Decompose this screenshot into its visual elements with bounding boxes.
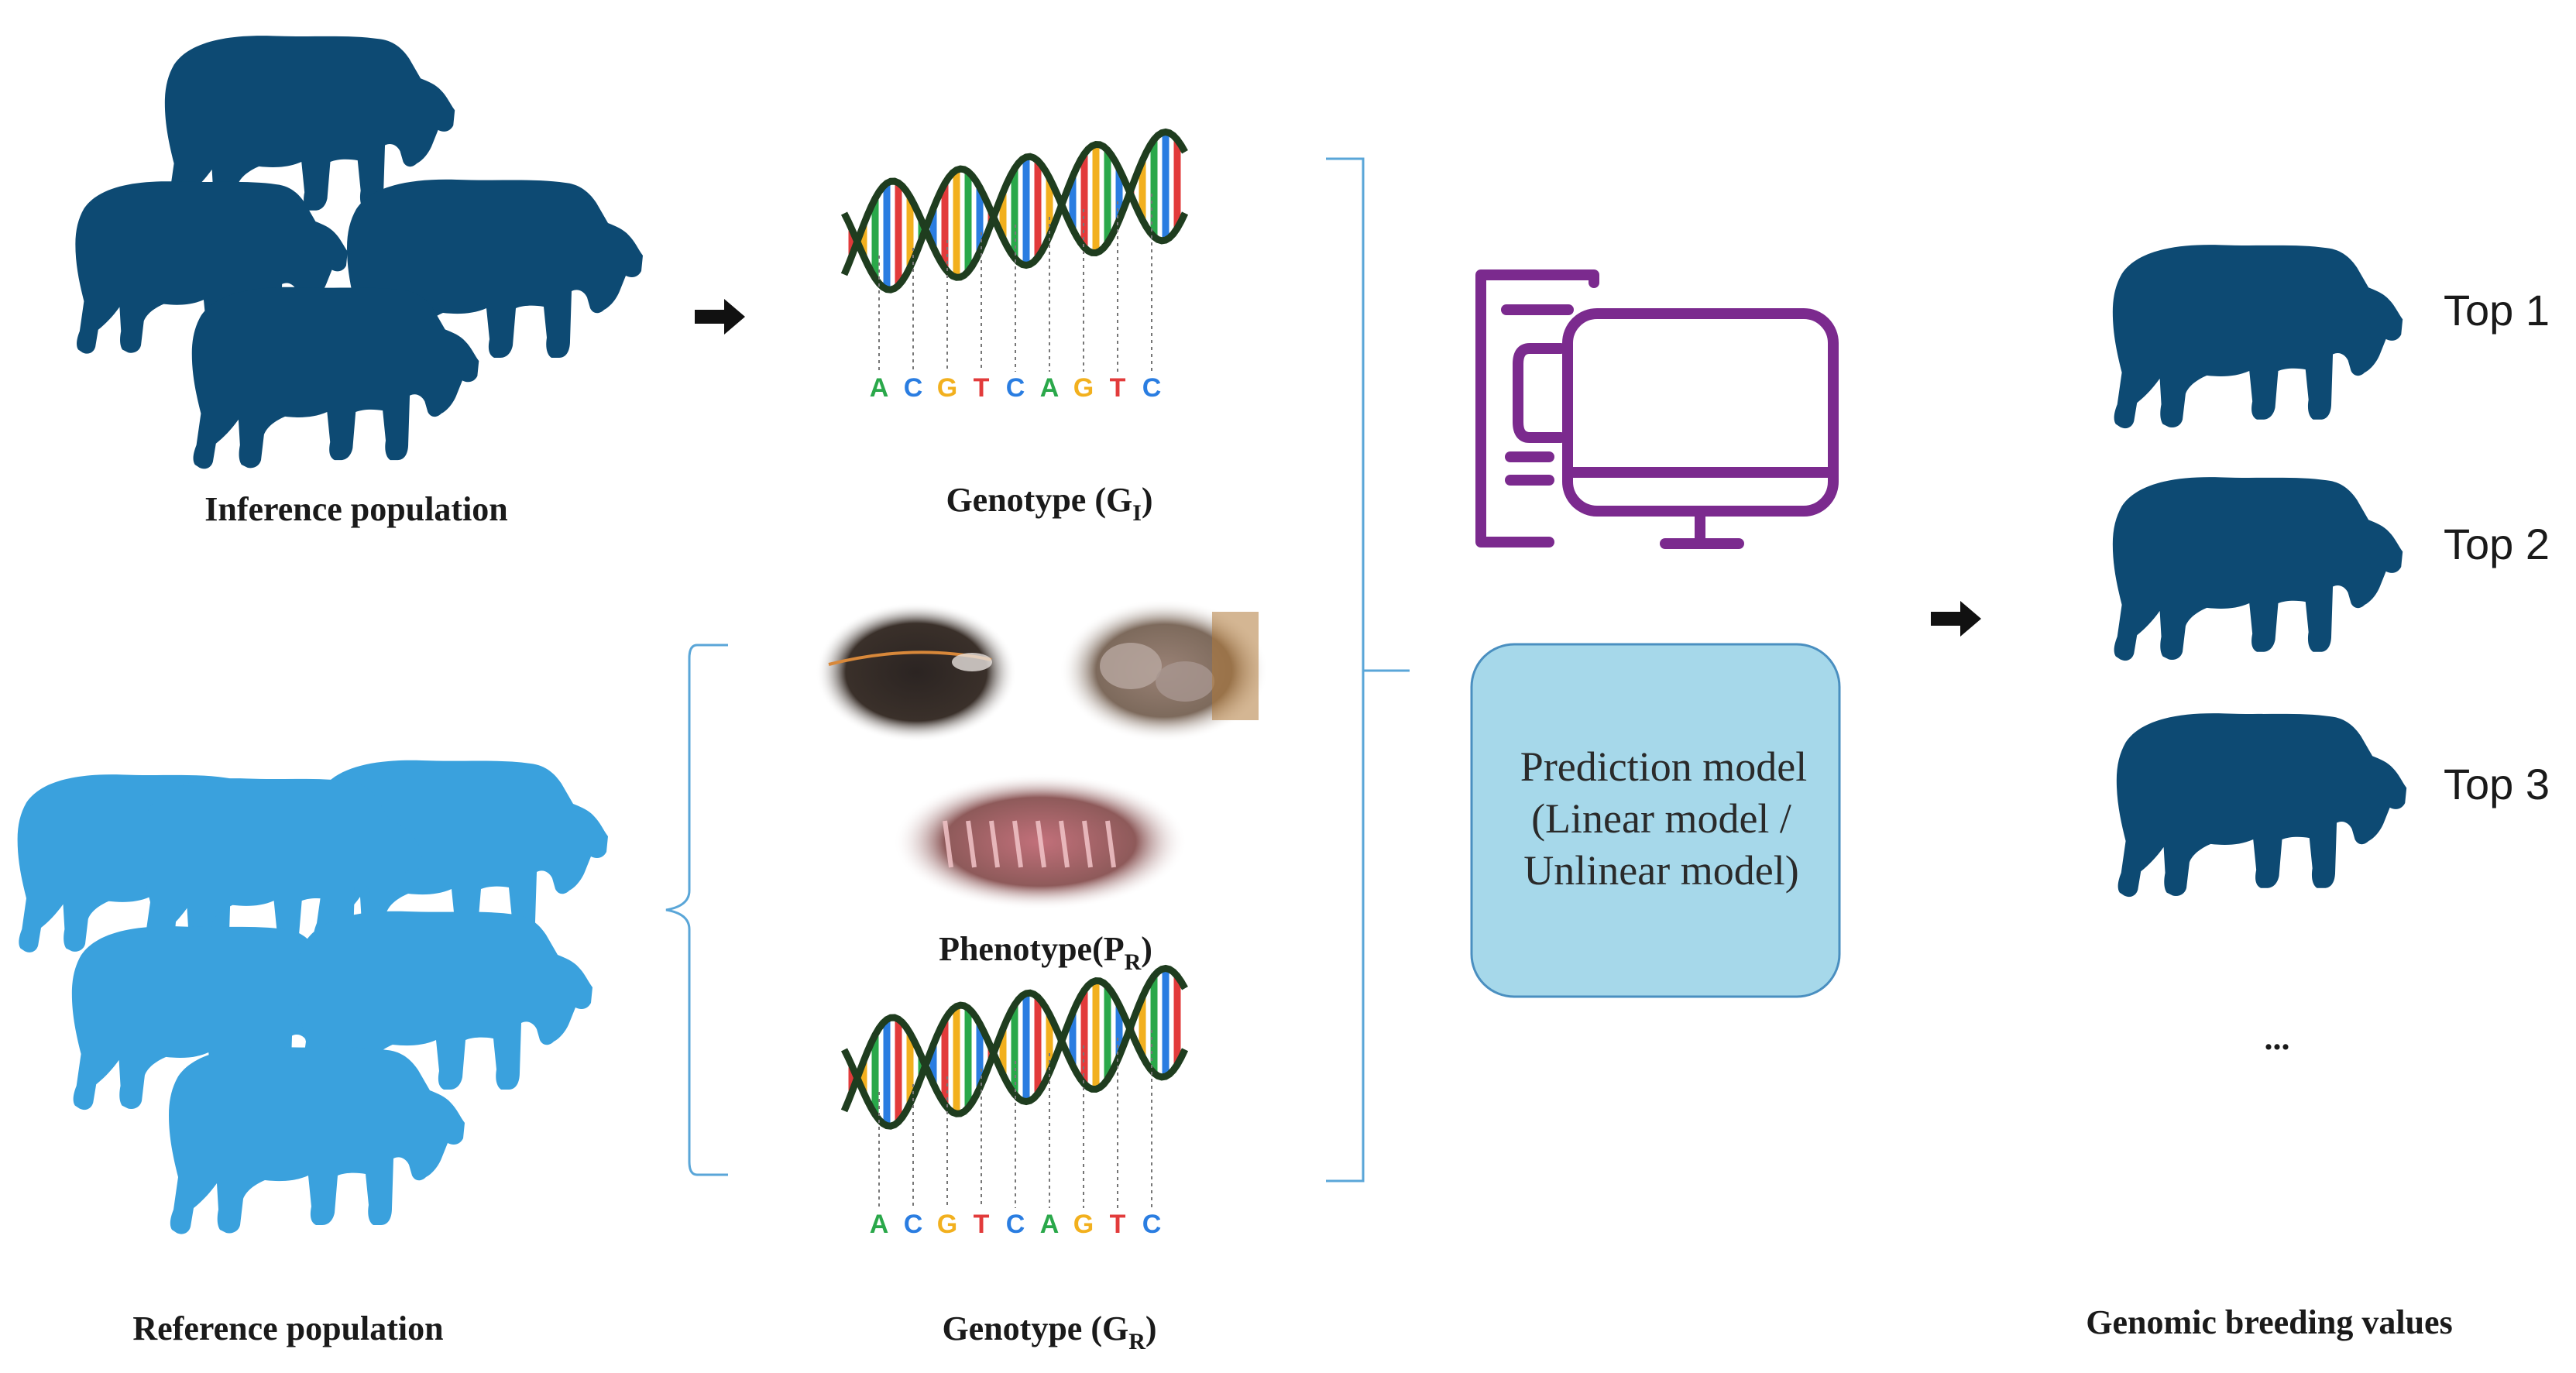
dna-base-letter: G	[937, 373, 957, 403]
reference-population-group	[17, 760, 608, 1234]
cow-silhouette-icon	[169, 1046, 465, 1234]
dna-backbone	[840, 977, 1189, 1130]
genomic-breeding-values-label: Genomic breeding values	[2086, 1303, 2452, 1341]
dna-base-letter: T	[1110, 1210, 1126, 1239]
model-line-1: Prediction model	[1520, 743, 1807, 790]
dna-base-letter: T	[1110, 373, 1126, 403]
cow-silhouette-icon	[2112, 245, 2403, 429]
dna-base-letter: C	[1006, 1210, 1025, 1239]
top-2-label: Top 2	[2444, 520, 2550, 568]
dna-base-letter: G	[1073, 373, 1094, 403]
dna-base-letter: C	[1006, 373, 1025, 403]
dna-base-letter: C	[1142, 1210, 1162, 1239]
ranking-ellipsis: ...	[2265, 1019, 2290, 1057]
input-bracket	[1326, 157, 1410, 1182]
cow-silhouette-icon	[2112, 477, 2403, 661]
dna-base-letter: C	[904, 373, 923, 403]
dna-base-letter: A	[1040, 373, 1060, 403]
dna-backbone	[840, 140, 1189, 293]
dna-base-letter: C	[904, 1210, 923, 1239]
cow-silhouette-icon	[191, 287, 479, 469]
dna-base-letter: G	[937, 1210, 957, 1239]
cow-silhouette-icon	[2116, 713, 2407, 898]
top-3-label: Top 3	[2444, 760, 2550, 808]
phenotype-photo-icon	[816, 599, 1269, 910]
inference-population-label: Inference population	[204, 490, 508, 528]
reference-population-label: Reference population	[132, 1309, 443, 1347]
ranked-cows-group	[2112, 245, 2407, 898]
genotype-reference-label: Genotype (GR)	[942, 1309, 1156, 1354]
arrow-icon	[695, 299, 745, 335]
top-1-label: Top 1	[2444, 286, 2550, 335]
dna-base-letter: C	[1142, 373, 1162, 403]
reference-bracket	[665, 644, 728, 1176]
computer-icon	[1475, 269, 1839, 549]
dna-base-letter: T	[974, 1210, 990, 1239]
prediction-model-box	[1470, 643, 1841, 998]
model-line-3: Unlinear model)	[1523, 847, 1798, 894]
dna-base-letter: A	[870, 1210, 889, 1239]
dna-base-letter: T	[974, 373, 990, 403]
dna-base-letter: A	[1040, 1210, 1060, 1239]
dna-base-letter: A	[870, 373, 889, 403]
model-line-2: (Linear model /	[1531, 795, 1791, 842]
inference-population-group	[75, 36, 643, 469]
phenotype-label: Phenotype(PR)	[939, 930, 1152, 975]
genotype-inference-label: Genotype (GI)	[946, 481, 1152, 526]
dna-base-letter: G	[1073, 1210, 1094, 1239]
arrow-icon	[1931, 601, 1981, 637]
